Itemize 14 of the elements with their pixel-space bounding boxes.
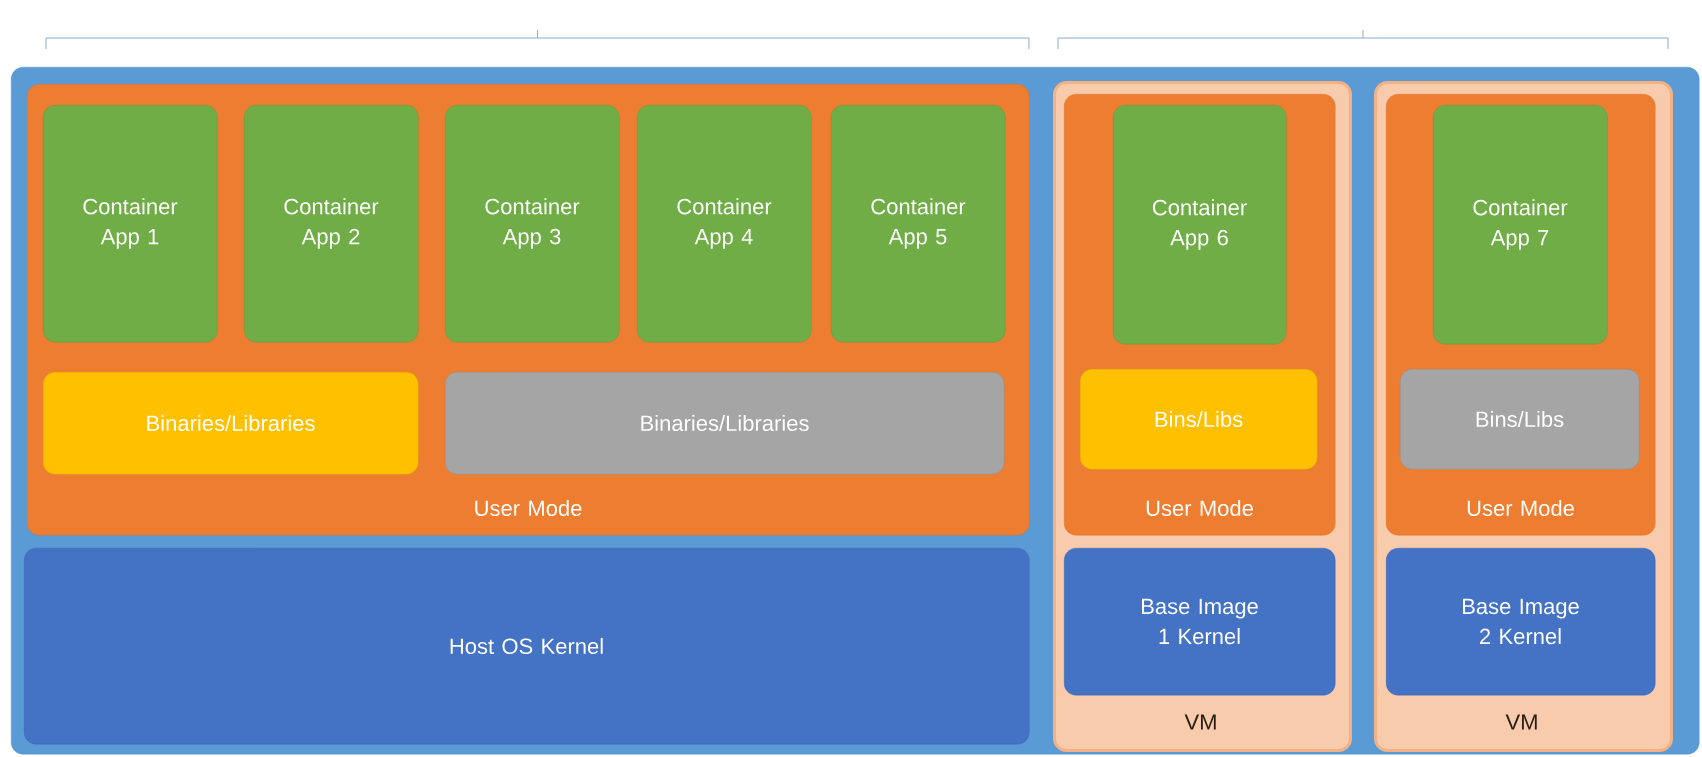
library-box: Bins/Libs (1080, 369, 1318, 470)
container-box: Container App 4 (637, 105, 812, 343)
library-box: Binaries/Libraries (43, 372, 419, 475)
container-box: Container App 3 (445, 105, 620, 343)
kernel-box: Base Image 2 Kernel (1386, 548, 1656, 696)
container-box: Container App 7 (1433, 105, 1608, 345)
container-box: Container App 5 (831, 105, 1006, 343)
kernel-box: Base Image 1 Kernel (1064, 548, 1336, 696)
library-box: Bins/Libs (1400, 369, 1640, 470)
library-box: Binaries/Libraries (445, 372, 1005, 475)
container-box: Container App 2 (244, 105, 419, 343)
container-box: Container App 6 (1113, 105, 1287, 345)
container-box: Container App 1 (43, 105, 218, 343)
kernel-box: Host OS Kernel (24, 548, 1030, 745)
